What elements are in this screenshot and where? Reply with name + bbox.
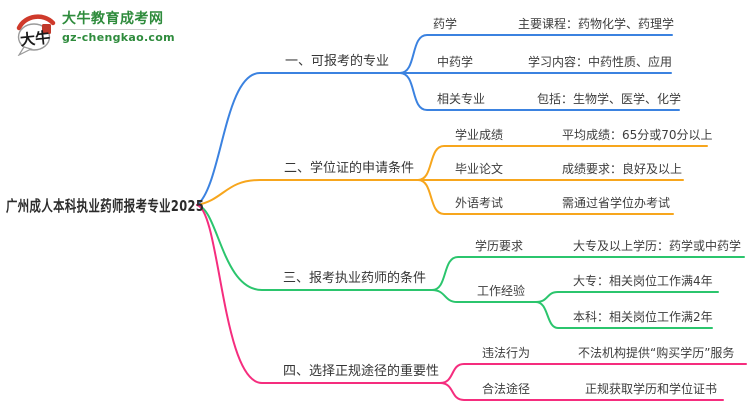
daniu-bubble-icon: 大牛 — [16, 14, 56, 56]
leaf-thesis-requirement: 成绩要求：良好及以上 — [562, 162, 683, 176]
branch3-sub2-line — [431, 289, 537, 303]
leaf-illegal-detail: 不法机构提供“购买学历”服务 — [578, 346, 735, 360]
root-topic: 广州成人本科执业药师报考专业2025 — [6, 197, 205, 215]
leaf-related-majors-list: 包括：生物学、医学、化学 — [537, 92, 682, 106]
leaf-average-score: 平均成绩：65分或70分以上 — [562, 128, 713, 142]
leaf-bachelor-experience: 本科：相关岗位工作满2年 — [573, 310, 713, 324]
logo-domain: gz-chengkao.com — [62, 31, 175, 44]
branch3-trunk-line — [196, 204, 433, 291]
leaf-pharmacy-courses: 主要课程：药物化学、药理学 — [518, 17, 675, 31]
subtopic-tcm-pharmacy: 中药学 — [437, 55, 474, 69]
leaf-education-detail: 大专及以上学历：药学或中药学 — [573, 239, 742, 253]
red-seal-icon — [42, 24, 51, 34]
branch4-trunk-line — [196, 204, 441, 384]
branch2-row1-line — [417, 145, 708, 181]
subtopic-related-majors: 相关专业 — [437, 92, 486, 106]
branch2-row3-line — [417, 179, 674, 215]
branch1-topic: 一、可报考的专业 — [285, 54, 390, 69]
branch1-row3-line — [399, 72, 680, 111]
subtopic-thesis: 毕业论文 — [455, 162, 504, 176]
branch3-row1-line — [431, 256, 745, 291]
subtopic-pharmacy: 药学 — [433, 17, 458, 31]
logo-icon-text: 大牛 — [19, 28, 51, 49]
subtopic-academic-score: 学业成绩 — [455, 128, 504, 142]
branch2-trunk-line — [196, 179, 419, 206]
subtopic-foreign-language: 外语考试 — [455, 196, 504, 210]
branch4-row2-line — [439, 382, 724, 401]
site-logo[interactable]: 大牛 大牛教育成考网 gz-chengkao.com — [12, 10, 175, 56]
leaf-tcm-content: 学习内容：中药性质、应用 — [528, 55, 673, 69]
branch4-row1-line — [439, 363, 747, 384]
leaf-language-exam: 需通过省学位办考试 — [562, 196, 671, 210]
subtopic-illegal-behavior: 违法行为 — [482, 346, 531, 360]
branch1-trunk-line — [196, 72, 401, 206]
leaf-college-experience: 大专：相关岗位工作满4年 — [573, 274, 713, 288]
branch3-topic: 三、报考执业药师的条件 — [283, 271, 427, 286]
branch3-row3-line — [535, 301, 713, 329]
leaf-legal-detail: 正规获取学历和学位证书 — [585, 382, 718, 396]
branch2-topic: 二、学位证的申请条件 — [284, 161, 415, 176]
branch3-row2-line — [535, 291, 719, 303]
branch1-row1-line — [399, 34, 673, 74]
subtopic-education-req: 学历要求 — [475, 239, 524, 253]
subtopic-legal-path: 合法途径 — [482, 382, 531, 396]
branch4-topic: 四、选择正规途径的重要性 — [283, 364, 440, 379]
logo-divider — [62, 29, 157, 30]
subtopic-work-experience: 工作经验 — [477, 284, 526, 298]
logo-text-block: 大牛教育成考网 gz-chengkao.com — [62, 10, 175, 44]
logo-title: 大牛教育成考网 — [62, 11, 164, 27]
